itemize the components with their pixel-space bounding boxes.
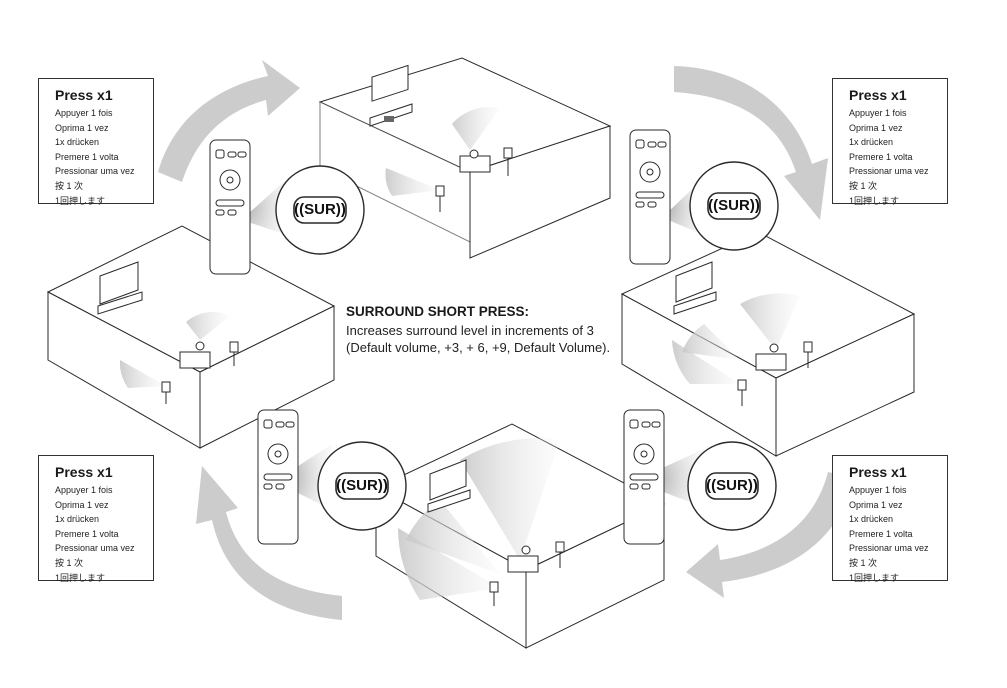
instruction-line-de: 1x drücken [55,514,100,525]
instruction-line-de: 1x drücken [55,137,100,148]
instruction-title: Press x1 [849,87,907,103]
remote-bottom-right [623,409,777,545]
arrow-top-left [158,60,300,182]
instruction-line-pt: Pressionar uma vez [849,166,929,177]
instruction-line-es: Oprima 1 vez [55,499,109,510]
instruction-line-es: Oprima 1 vez [849,499,903,510]
instruction-line-de: 1x drücken [849,514,894,525]
surround-body-line-1: Increases surround level in increments o… [346,323,594,338]
instruction-line-ja: 1回押します [849,572,900,583]
instruction-line-pt: Pressionar uma vez [55,166,135,177]
remote-top-left [209,139,365,275]
instruction-title: Press x1 [849,464,907,480]
instruction-title: Press x1 [55,464,113,480]
instruction-line-it: Premere 1 volta [55,528,119,539]
sur-button-label-bottom-left: ((SUR)) [336,477,388,494]
instruction-line-zh: 按 1 次 [849,557,878,568]
instruction-line-fr: Appuyer 1 fois [849,485,907,495]
room-left [46,225,336,449]
room-right [620,231,916,457]
instruction-box-bottom-right: Press x1 Appuyer 1 fois Oprima 1 vez 1x … [832,455,948,583]
instruction-line-fr: Appuyer 1 fois [849,108,907,118]
instruction-line-zh: 按 1 次 [55,557,84,568]
instruction-box-top-left: Press x1 Appuyer 1 fois Oprima 1 vez 1x … [38,78,154,206]
instruction-line-it: Premere 1 volta [55,151,119,162]
room-top [318,57,612,259]
sur-button-label-top-left: ((SUR)) [294,201,346,218]
instruction-line-zh: 按 1 次 [849,180,878,191]
instruction-line-pt: Pressionar uma vez [55,543,135,554]
instruction-box-top-right: Press x1 Appuyer 1 fois Oprima 1 vez 1x … [832,78,948,206]
instruction-line-es: Oprima 1 vez [55,122,109,133]
surround-body-line-2: (Default volume, +3, + 6, +9, Default Vo… [346,340,611,355]
instruction-line-ja: 1回押します [55,195,106,206]
remote-bottom-left [257,409,407,545]
sur-button-label-top-right: ((SUR)) [708,197,760,214]
remote-top-right [629,129,779,265]
instruction-line-fr: Appuyer 1 fois [55,108,113,118]
instruction-line-it: Premere 1 volta [849,151,913,162]
instruction-line-pt: Pressionar uma vez [849,543,929,554]
room-bottom [374,423,666,649]
instruction-line-de: 1x drücken [849,137,894,148]
sur-button-label-bottom-right: ((SUR)) [706,477,758,494]
cycle-arrows [158,60,854,620]
surround-heading: SURROUND SHORT PRESS: [346,304,530,319]
instruction-line-es: Oprima 1 vez [849,122,903,133]
arrow-top-right [674,66,828,220]
surround-description: SURROUND SHORT PRESS: Increases surround… [346,304,666,356]
instruction-line-fr: Appuyer 1 fois [55,485,113,495]
instruction-line-ja: 1回押します [55,572,106,583]
arrow-bottom-right [686,472,854,598]
instruction-box-bottom-left: Press x1 Appuyer 1 fois Oprima 1 vez 1x … [38,455,154,583]
instruction-line-it: Premere 1 volta [849,528,913,539]
instruction-line-zh: 按 1 次 [55,180,84,191]
instruction-title: Press x1 [55,87,113,103]
arrow-bottom-left [196,466,342,620]
instruction-line-ja: 1回押します [849,195,900,206]
